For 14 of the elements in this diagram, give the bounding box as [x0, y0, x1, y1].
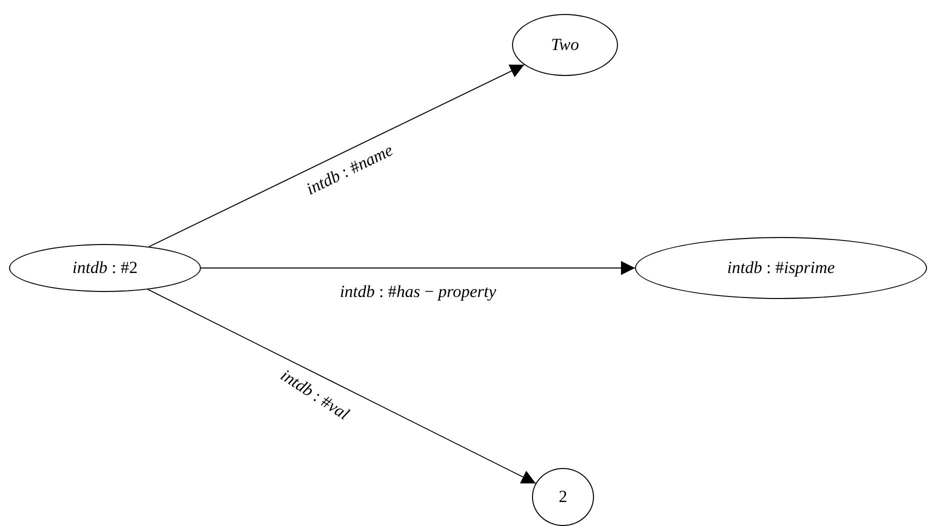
- ellipse-node: [635, 237, 927, 299]
- edge-label: intdb : #has − property: [340, 282, 496, 302]
- node-label: Two: [550, 35, 580, 55]
- node-label: 2: [558, 487, 568, 507]
- arrow: [148, 64, 525, 248]
- edge-label: intdb : #name: [304, 140, 396, 200]
- edge-label: intdb : #val: [277, 366, 353, 424]
- node-label: intdb : #2: [72, 258, 138, 278]
- node-label: intdb : #isprime: [727, 258, 835, 278]
- ellipse-node: [512, 14, 618, 76]
- ellipse-node: [532, 468, 594, 526]
- arrow: [147, 288, 536, 484]
- ellipse-node: [9, 244, 201, 292]
- arrow: [200, 261, 636, 275]
